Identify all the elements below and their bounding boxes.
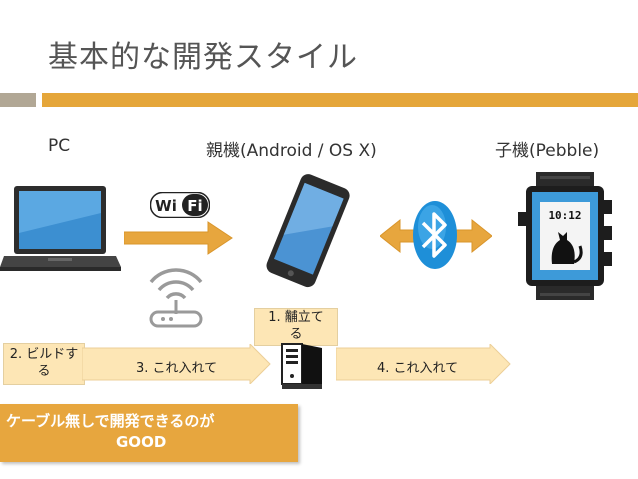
step3-arrow: [82, 344, 271, 384]
parent-device-label: 親機(Android / OS X): [206, 141, 377, 161]
router-icon: [149, 268, 203, 328]
step1-note: 1. 黼立て る: [254, 308, 338, 346]
laptop-icon: [0, 186, 121, 271]
server-tower-icon: [281, 343, 322, 389]
watch-time: 10:12: [548, 209, 581, 222]
wifi-transfer-arrow: [124, 221, 233, 255]
title-divider-right: [42, 93, 638, 107]
pebble-watch-icon: 10:12: [518, 172, 612, 300]
child-device-label: 子機(Pebble): [495, 141, 600, 161]
wifi-logo-text-wi: Wi: [155, 197, 177, 215]
cable-free-good-banner: ケーブル無しで開発できるのが GOOD: [0, 404, 298, 462]
step3-label: 3. これ入れて: [136, 361, 218, 376]
pc-label: PC: [48, 136, 71, 156]
wifi-logo-text-fi: Fi: [187, 197, 202, 215]
good-banner-line1: ケーブル無しで開発できるのが: [6, 412, 215, 430]
step4-label: 4. これ入れて: [377, 361, 459, 376]
step1-line1: 1. 黼立て: [268, 310, 324, 325]
step4-arrow: [336, 344, 511, 384]
step2-line2: る: [37, 364, 51, 379]
bluetooth-icon: [413, 201, 457, 269]
page-title: 基本的な開発スタイル: [48, 40, 358, 75]
step2-note: 2. ビルドす る: [3, 343, 85, 385]
good-banner-line2: GOOD: [116, 433, 167, 451]
step2-line1: 2. ビルドす: [9, 347, 79, 362]
wifi-logo-icon: Wi Fi: [150, 192, 210, 218]
step1-line2: る: [289, 327, 303, 342]
smartphone-icon: [266, 174, 350, 288]
title-divider-left: [0, 93, 36, 107]
